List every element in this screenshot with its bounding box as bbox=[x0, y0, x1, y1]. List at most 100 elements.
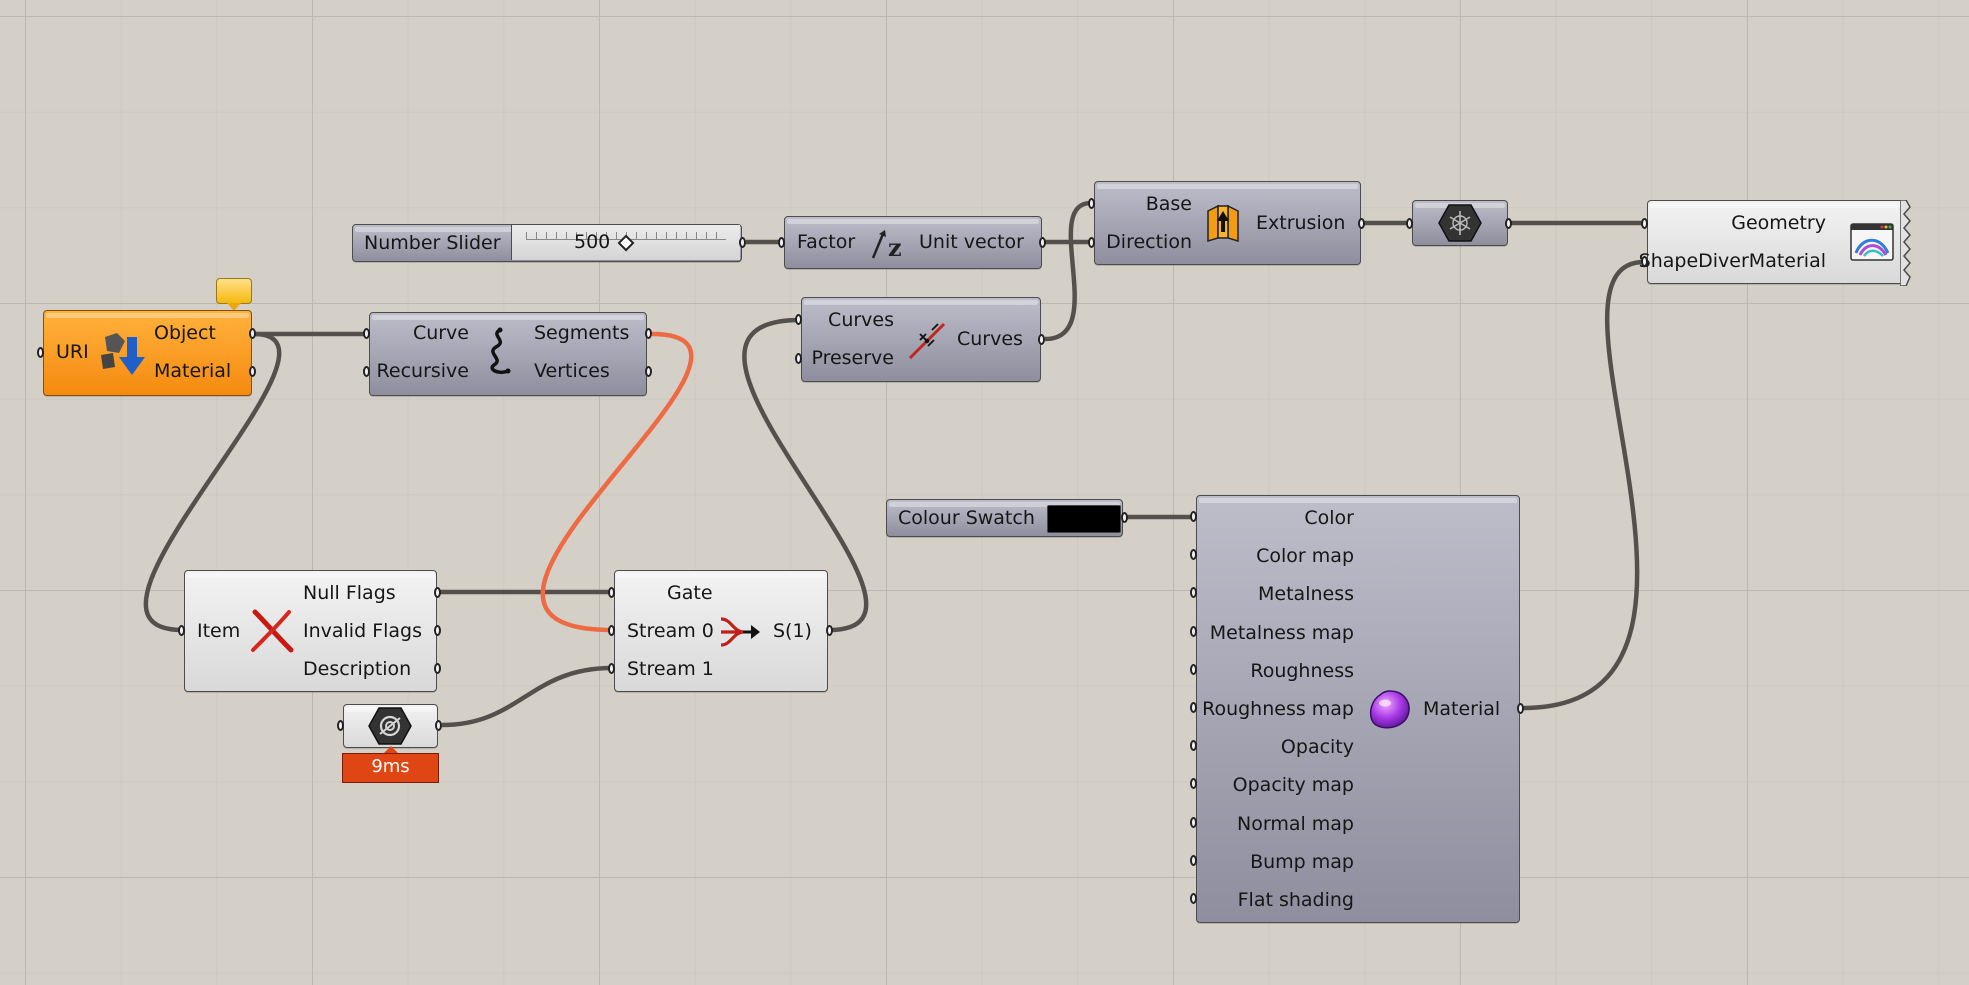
wire-segments-to-stream0 bbox=[540, 331, 694, 633]
port-object-out[interactable] bbox=[249, 328, 256, 339]
material-input-port[interactable] bbox=[1190, 587, 1197, 599]
port-relay-out[interactable] bbox=[435, 720, 442, 731]
material-input-label: Roughness bbox=[1250, 659, 1354, 682]
port-item-in[interactable] bbox=[178, 625, 185, 636]
explode-component[interactable]: Curve Recursive Segments Vertices bbox=[369, 312, 647, 396]
port-extrusion-out[interactable] bbox=[1358, 218, 1365, 229]
input-curves-label: Curves bbox=[828, 309, 894, 331]
material-input-label: Flat shading bbox=[1237, 889, 1354, 911]
import-object-component[interactable]: URI Object Material bbox=[43, 310, 252, 396]
port-swatch-out[interactable] bbox=[1121, 512, 1128, 523]
port-geometry-in[interactable] bbox=[1641, 218, 1648, 229]
material-input-port[interactable] bbox=[1190, 740, 1197, 752]
input-curve-label: Curve bbox=[412, 322, 469, 344]
input-uri-label: URI bbox=[56, 341, 89, 363]
material-input-label: Normal map bbox=[1237, 812, 1354, 835]
extrude-icon bbox=[1207, 204, 1239, 243]
port-description-out[interactable] bbox=[434, 663, 441, 674]
port-curves-in[interactable] bbox=[795, 314, 802, 325]
stream-gate-component[interactable]: Gate Stream 0 Stream 1 S(1) bbox=[614, 570, 828, 692]
number-slider-component[interactable]: Number Slider 500 bbox=[352, 224, 742, 262]
port-direction-in[interactable] bbox=[1088, 237, 1095, 248]
port-curve-in[interactable] bbox=[363, 328, 370, 339]
input-direction-label: Direction bbox=[1106, 231, 1192, 253]
material-input-label: Color bbox=[1304, 507, 1354, 529]
port-mesh-out[interactable] bbox=[1505, 218, 1512, 229]
port-invalid-flags-out[interactable] bbox=[434, 625, 441, 636]
warning-balloon-tip bbox=[227, 303, 241, 311]
join-curves-component[interactable]: Curves Preserve Curves bbox=[801, 297, 1041, 382]
material-input-port[interactable] bbox=[1190, 816, 1197, 828]
output-extrusion-label: Extrusion bbox=[1256, 212, 1346, 234]
input-preserve-label: Preserve bbox=[811, 347, 894, 369]
input-gate-label: Gate bbox=[667, 582, 713, 604]
material-input-port[interactable] bbox=[1190, 854, 1197, 866]
material-input-label: Opacity map bbox=[1232, 774, 1354, 797]
input-item-label: Item bbox=[197, 620, 241, 642]
shapediver-output-component[interactable]: Geometry ShapeDiverMaterial bbox=[1639, 199, 1911, 286]
unit-z-component[interactable]: Factor z Unit vector bbox=[784, 216, 1042, 269]
mesh-convert-component[interactable] bbox=[1412, 200, 1508, 246]
colour-swatch-component[interactable]: Colour Swatch bbox=[886, 499, 1123, 537]
port-recursive-in[interactable] bbox=[363, 366, 370, 377]
timer-tip bbox=[383, 746, 399, 754]
material-input-label: Opacity bbox=[1280, 736, 1354, 759]
relay-component[interactable] bbox=[343, 704, 438, 748]
port-material-out[interactable] bbox=[1517, 703, 1524, 714]
port-base-in[interactable] bbox=[1088, 198, 1095, 209]
port-null-flags-out[interactable] bbox=[434, 587, 441, 598]
port-joined-curves-out[interactable] bbox=[1038, 334, 1045, 345]
material-input-port[interactable] bbox=[1190, 625, 1197, 637]
port-uri-in[interactable] bbox=[37, 347, 44, 358]
port-gate-in[interactable] bbox=[608, 587, 615, 598]
material-input-port[interactable] bbox=[1190, 549, 1197, 561]
port-stream0-in[interactable] bbox=[608, 625, 615, 636]
port-factor-in[interactable] bbox=[778, 237, 785, 248]
wire-relay-to-stream1 bbox=[441, 665, 613, 728]
material-input-port[interactable] bbox=[1190, 702, 1197, 713]
port-segments-out[interactable] bbox=[645, 328, 652, 339]
extrude-component[interactable]: Base Direction Extrusion bbox=[1094, 181, 1361, 265]
wire-joined-curves-to-base bbox=[1044, 200, 1092, 342]
warning-balloon[interactable] bbox=[216, 278, 252, 304]
null-item-component[interactable]: Item Null Flags Invalid Flags Descriptio… bbox=[184, 570, 437, 692]
slider-track[interactable]: 500 bbox=[511, 225, 740, 260]
port-mesh-in[interactable] bbox=[1406, 218, 1413, 229]
material-input-port[interactable] bbox=[1190, 893, 1197, 904]
output-material-label: Material bbox=[1423, 698, 1501, 720]
output-segments-label: Segments bbox=[534, 322, 630, 344]
port-s1-out[interactable] bbox=[826, 625, 833, 636]
output-description-label: Description bbox=[303, 658, 412, 680]
relay-icon bbox=[368, 707, 412, 745]
material-input-label: Metalness map bbox=[1209, 621, 1354, 644]
input-stream1-label: Stream 1 bbox=[627, 658, 714, 680]
wire-s1-to-joincurves bbox=[742, 317, 869, 633]
material-input-port[interactable] bbox=[1190, 778, 1197, 790]
input-factor-label: Factor bbox=[797, 231, 856, 253]
swatch-name-label: Colour Swatch bbox=[898, 507, 1035, 529]
port-vertices-out[interactable] bbox=[645, 366, 652, 377]
port-stream1-in[interactable] bbox=[608, 663, 615, 674]
material-input-port[interactable] bbox=[1190, 511, 1197, 522]
input-stream0-label: Stream 0 bbox=[627, 620, 714, 642]
unit-z-icon: z bbox=[871, 230, 902, 262]
import-3dm-icon bbox=[101, 333, 145, 375]
swatch-color-box[interactable] bbox=[1047, 505, 1121, 533]
material-input-label: Roughness map bbox=[1202, 698, 1354, 720]
port-material-out[interactable] bbox=[249, 366, 256, 377]
null-check-icon bbox=[251, 609, 294, 653]
port-relay-in[interactable] bbox=[337, 720, 344, 731]
wire-object-to-item bbox=[143, 331, 282, 633]
join-curves-icon bbox=[908, 322, 946, 360]
output-unit-vector-label: Unit vector bbox=[919, 231, 1024, 253]
port-preserve-in[interactable] bbox=[795, 353, 802, 364]
mesh-hex-icon bbox=[1438, 204, 1482, 242]
port-shapedivermaterial-in[interactable] bbox=[1641, 256, 1648, 267]
port-slider-out[interactable] bbox=[739, 237, 746, 248]
port-unit-vector-out[interactable] bbox=[1039, 237, 1046, 248]
material-input-port[interactable] bbox=[1190, 663, 1197, 675]
material-input-label: Metalness bbox=[1258, 583, 1354, 606]
shapediver-output-icon bbox=[1850, 223, 1894, 261]
